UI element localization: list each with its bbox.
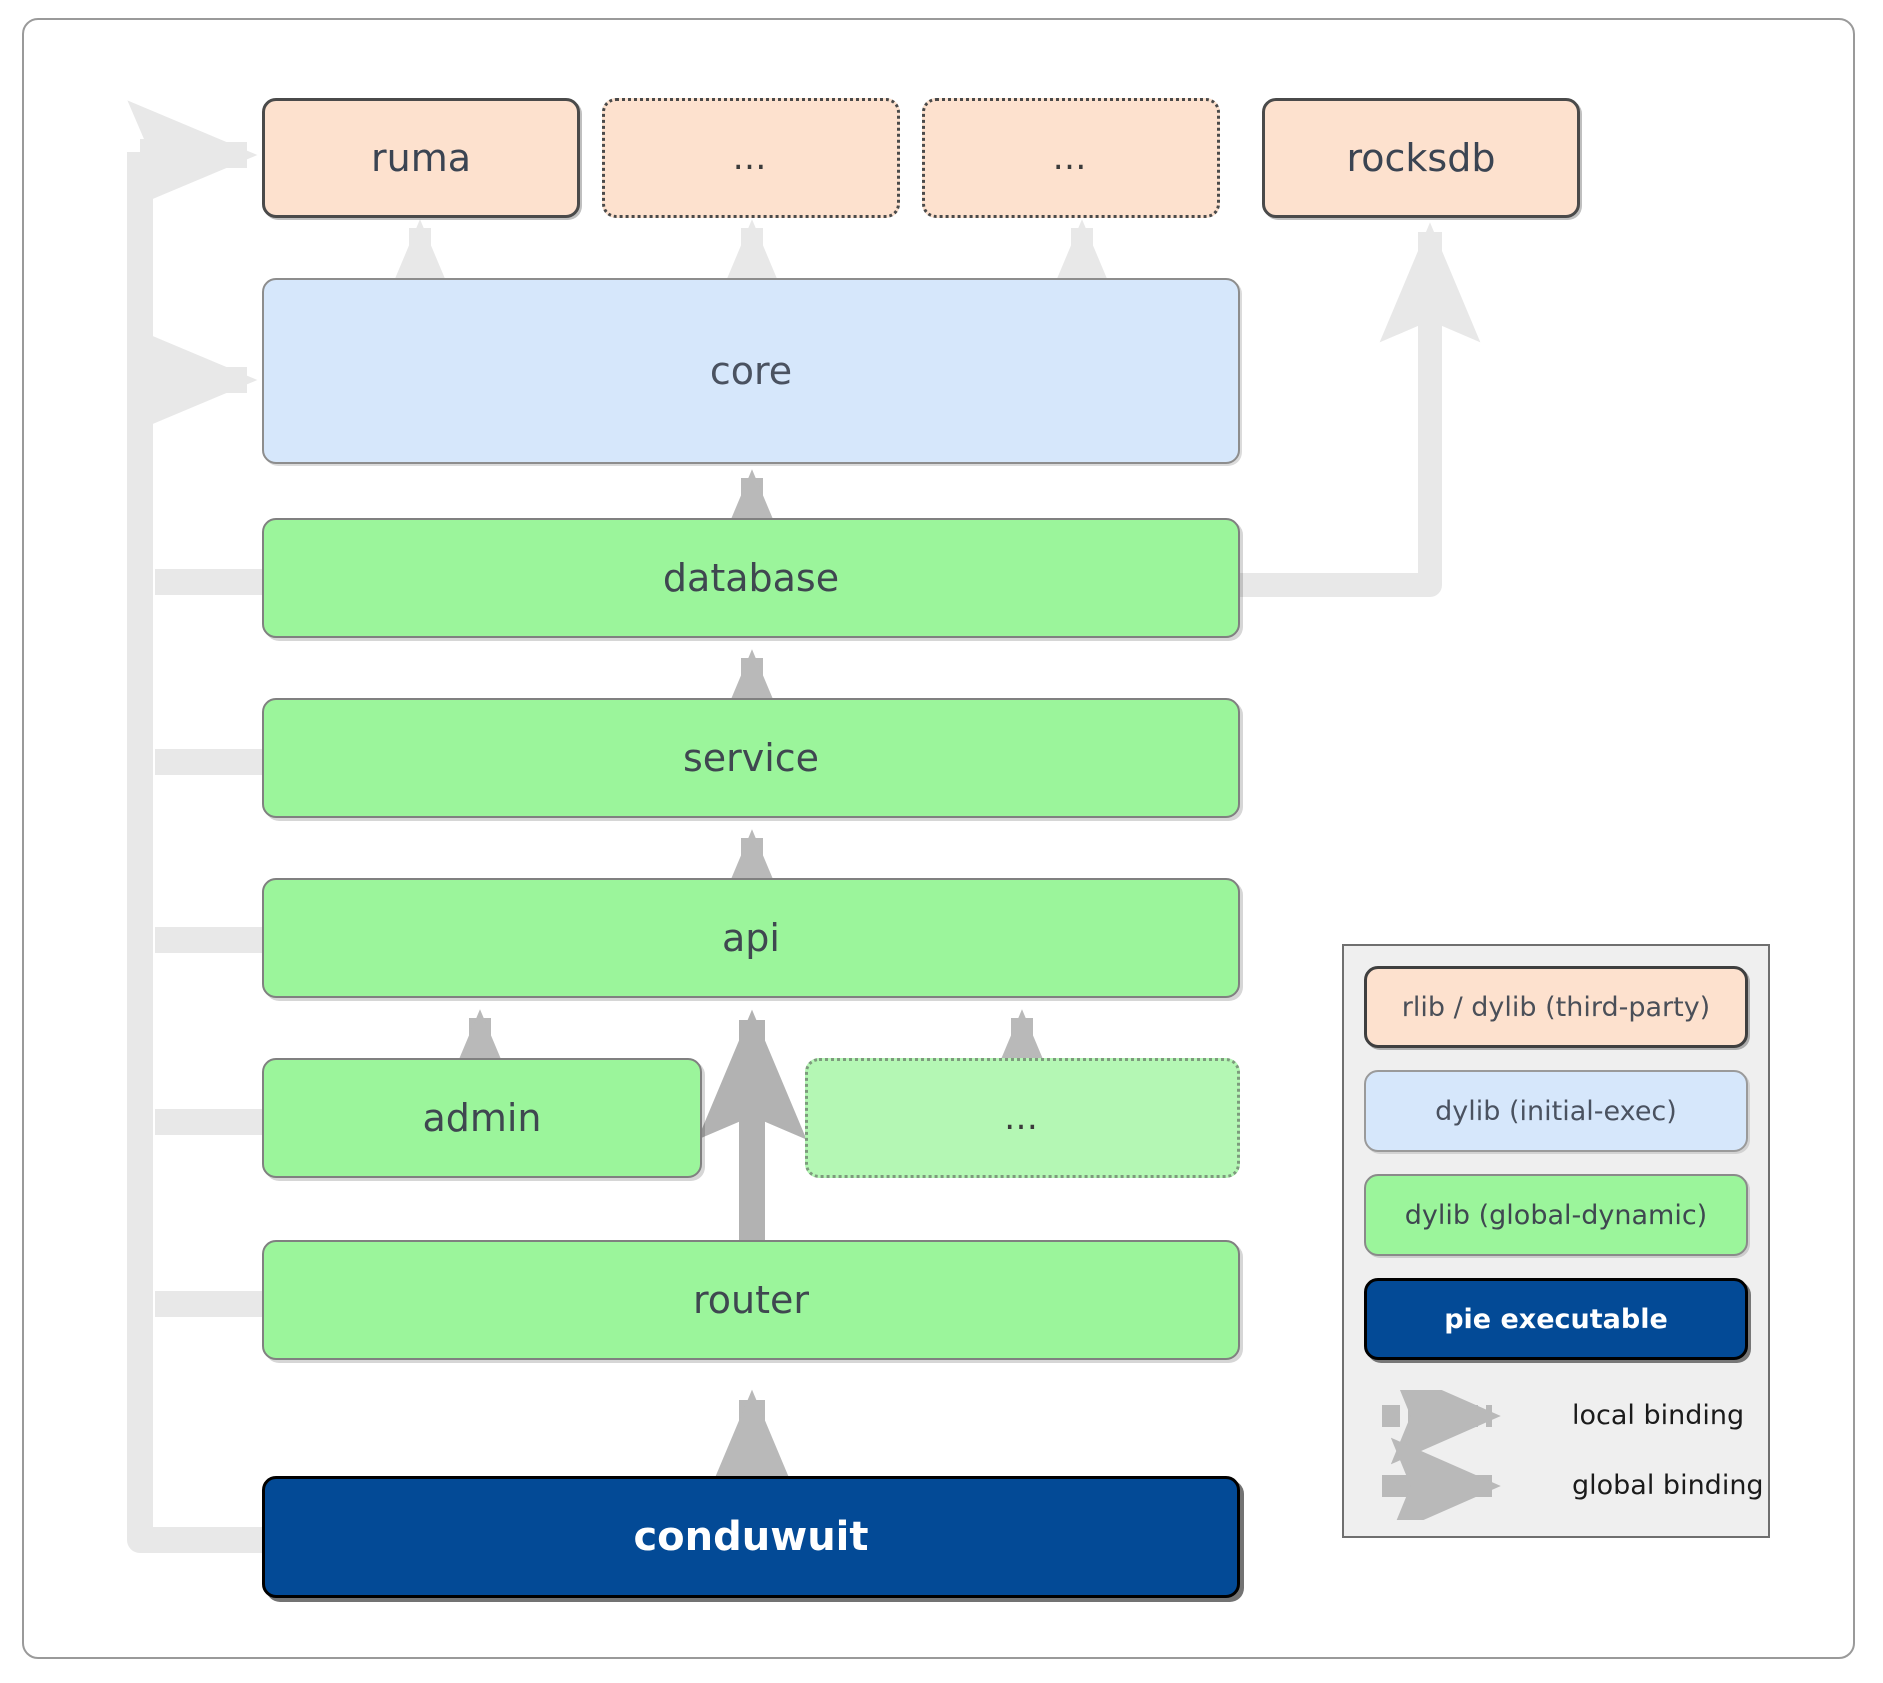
node-ruma[interactable]: ruma bbox=[262, 98, 580, 218]
legend-label-pie-executable: pie executable bbox=[1444, 1303, 1668, 1335]
legend-label-local-binding: local binding bbox=[1572, 1400, 1745, 1431]
legend-swatch-global-dynamic: dylib (global-dynamic) bbox=[1364, 1174, 1748, 1256]
node-mid-dots[interactable]: … bbox=[805, 1058, 1240, 1178]
node-api[interactable]: api bbox=[262, 878, 1240, 998]
legend-label-initial-exec: dylib (initial-exec) bbox=[1435, 1095, 1677, 1127]
node-ruma-label: ruma bbox=[370, 136, 471, 180]
node-admin[interactable]: admin bbox=[262, 1058, 702, 1178]
node-conduwuit[interactable]: conduwuit bbox=[262, 1476, 1240, 1598]
node-core-label: core bbox=[709, 349, 793, 393]
node-service-label: service bbox=[682, 736, 820, 780]
node-database[interactable]: database bbox=[262, 518, 1240, 638]
legend-panel: rlib / dylib (third-party) dylib (initia… bbox=[1342, 944, 1770, 1538]
node-router-label: router bbox=[692, 1278, 810, 1322]
node-mid-dots-label: … bbox=[1004, 1098, 1041, 1138]
node-router[interactable]: router bbox=[262, 1240, 1240, 1360]
node-top-dots-1-label: … bbox=[732, 138, 770, 178]
node-api-label: api bbox=[722, 916, 780, 960]
legend-label-global-binding: global binding bbox=[1572, 1470, 1764, 1501]
node-rocksdb[interactable]: rocksdb bbox=[1262, 98, 1580, 218]
node-top-dots-2-label: … bbox=[1052, 138, 1090, 178]
node-conduwuit-label: conduwuit bbox=[633, 1514, 869, 1560]
legend-swatch-initial-exec: dylib (initial-exec) bbox=[1364, 1070, 1748, 1152]
legend-swatch-third-party: rlib / dylib (third-party) bbox=[1364, 966, 1748, 1048]
node-admin-label: admin bbox=[422, 1096, 542, 1140]
node-database-label: database bbox=[662, 556, 840, 600]
legend-label-third-party: rlib / dylib (third-party) bbox=[1401, 991, 1711, 1023]
node-top-dots-1[interactable]: … bbox=[602, 98, 900, 218]
node-core[interactable]: core bbox=[262, 278, 1240, 464]
legend-swatch-pie-executable: pie executable bbox=[1364, 1278, 1748, 1360]
legend-label-global-dynamic: dylib (global-dynamic) bbox=[1404, 1199, 1708, 1231]
node-service[interactable]: service bbox=[262, 698, 1240, 818]
legend-arrow-glyphs bbox=[1382, 1390, 1501, 1520]
node-rocksdb-label: rocksdb bbox=[1346, 136, 1496, 180]
node-top-dots-2[interactable]: … bbox=[922, 98, 1220, 218]
